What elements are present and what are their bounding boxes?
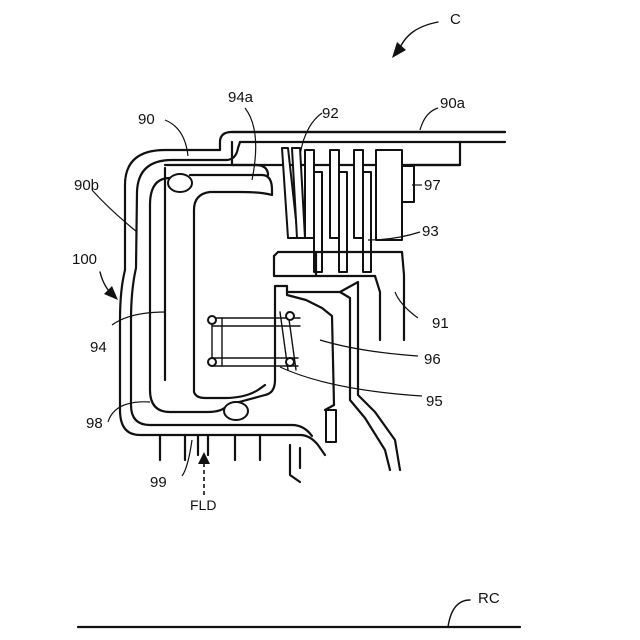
label-fld: FLD bbox=[190, 497, 216, 513]
label-94: 94 bbox=[90, 339, 107, 356]
fld-arrow bbox=[198, 452, 210, 495]
o-ring-upper bbox=[168, 174, 192, 192]
label-91: 91 bbox=[432, 315, 449, 332]
label-97: 97 bbox=[424, 177, 441, 194]
label-90b: 90b bbox=[74, 177, 99, 194]
piston-94 bbox=[150, 165, 287, 412]
label-90: 90 bbox=[138, 111, 155, 128]
label-99: 99 bbox=[150, 474, 167, 491]
center-line-rc bbox=[78, 600, 520, 627]
oil-passage bbox=[160, 435, 300, 482]
snap-ring bbox=[326, 410, 336, 442]
label-93: 93 bbox=[422, 223, 439, 240]
retainer-97 bbox=[402, 166, 414, 202]
label-c: C bbox=[450, 11, 461, 28]
label-rc: RC bbox=[478, 590, 500, 607]
label-96: 96 bbox=[424, 351, 441, 368]
clutch-plates bbox=[282, 148, 402, 272]
arrow-100 bbox=[100, 272, 118, 300]
arrow-c bbox=[392, 22, 438, 58]
label-100: 100 bbox=[72, 251, 97, 268]
o-ring-lower bbox=[224, 402, 248, 420]
spring-95 bbox=[208, 312, 300, 370]
label-95: 95 bbox=[426, 393, 443, 410]
label-94a: 94a bbox=[228, 89, 254, 106]
label-92: 92 bbox=[322, 105, 339, 122]
label-98: 98 bbox=[86, 415, 103, 432]
label-90a: 90a bbox=[440, 95, 466, 112]
